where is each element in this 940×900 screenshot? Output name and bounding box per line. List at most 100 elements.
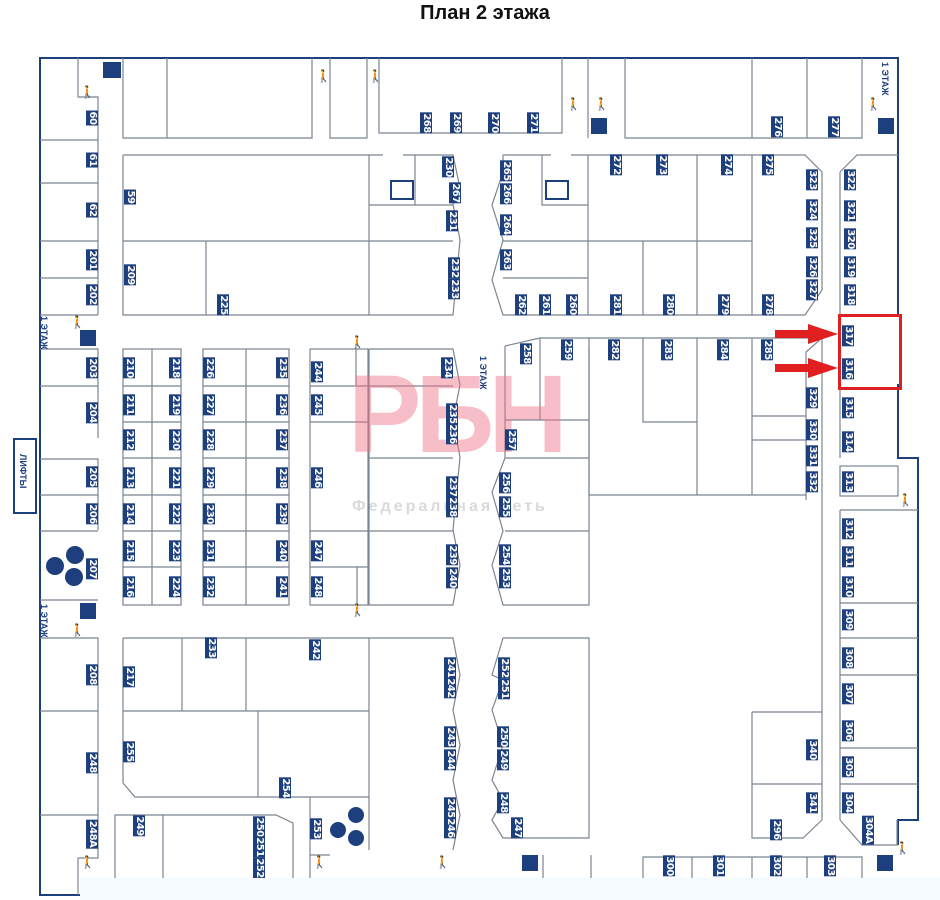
unit-label-231[interactable]: 231 xyxy=(203,540,215,562)
unit-label-296[interactable]: 296 xyxy=(770,819,782,841)
unit-label-242[interactable]: 242 xyxy=(309,639,321,661)
unit-label-302[interactable]: 302 xyxy=(770,855,782,877)
unit-label-258[interactable]: 258 xyxy=(520,343,532,365)
unit-label-308[interactable]: 308 xyxy=(842,647,854,669)
unit-label-246[interactable]: 246 xyxy=(311,467,323,489)
unit-label-236[interactable]: 236 xyxy=(276,394,288,416)
unit-label-306[interactable]: 306 xyxy=(842,720,854,742)
unit-label-276[interactable]: 276 xyxy=(771,116,783,138)
unit-label-252[interactable]: 252 xyxy=(498,657,510,679)
unit-label-239[interactable]: 239 xyxy=(446,544,458,566)
unit-label-244[interactable]: 244 xyxy=(311,361,323,383)
unit-label-60[interactable]: 60 xyxy=(86,110,98,126)
unit-label-226[interactable]: 226 xyxy=(203,357,215,379)
unit-label-211[interactable]: 211 xyxy=(123,394,135,416)
unit-label-230[interactable]: 230 xyxy=(442,156,454,178)
unit-label-256[interactable]: 256 xyxy=(499,472,511,494)
unit-label-255[interactable]: 255 xyxy=(123,741,135,763)
unit-label-248А[interactable]: 248А xyxy=(86,819,98,849)
unit-label-251[interactable]: 251 xyxy=(253,836,265,858)
unit-label-221[interactable]: 221 xyxy=(169,467,181,489)
unit-label-241[interactable]: 241 xyxy=(276,576,288,598)
unit-label-283[interactable]: 283 xyxy=(661,339,673,361)
unit-label-248[interactable]: 248 xyxy=(311,576,323,598)
unit-label-251[interactable]: 251 xyxy=(498,678,510,700)
unit-label-225[interactable]: 225 xyxy=(217,294,229,316)
unit-label-310[interactable]: 310 xyxy=(842,576,854,598)
unit-label-253[interactable]: 253 xyxy=(310,818,322,840)
unit-label-249[interactable]: 249 xyxy=(133,815,145,837)
unit-label-246[interactable]: 246 xyxy=(444,817,456,839)
unit-label-223[interactable]: 223 xyxy=(169,540,181,562)
unit-label-282[interactable]: 282 xyxy=(608,339,620,361)
unit-label-273[interactable]: 273 xyxy=(656,154,668,176)
unit-label-317[interactable]: 317 xyxy=(842,325,854,347)
unit-label-207[interactable]: 207 xyxy=(86,558,98,580)
unit-label-266[interactable]: 266 xyxy=(500,183,512,205)
unit-label-253[interactable]: 253 xyxy=(499,567,511,589)
unit-label-323[interactable]: 323 xyxy=(806,169,818,191)
unit-label-237[interactable]: 237 xyxy=(446,476,458,498)
unit-label-275[interactable]: 275 xyxy=(762,154,774,176)
unit-label-233[interactable]: 233 xyxy=(205,637,217,659)
unit-label-330[interactable]: 330 xyxy=(806,419,818,441)
unit-label-304[interactable]: 304 xyxy=(842,792,854,814)
unit-label-217[interactable]: 217 xyxy=(123,666,135,688)
unit-label-62[interactable]: 62 xyxy=(86,202,98,218)
unit-label-264[interactable]: 264 xyxy=(500,214,512,236)
unit-label-250[interactable]: 250 xyxy=(497,726,509,748)
unit-label-322[interactable]: 322 xyxy=(844,169,856,191)
unit-label-248[interactable]: 248 xyxy=(497,792,509,814)
unit-label-238[interactable]: 238 xyxy=(276,467,288,489)
unit-label-212[interactable]: 212 xyxy=(123,429,135,451)
unit-label-304А[interactable]: 304А xyxy=(862,815,874,845)
unit-label-340[interactable]: 340 xyxy=(806,739,818,761)
unit-label-312[interactable]: 312 xyxy=(842,518,854,540)
unit-label-201[interactable]: 201 xyxy=(86,249,98,271)
unit-label-309[interactable]: 309 xyxy=(842,609,854,631)
unit-label-280[interactable]: 280 xyxy=(663,294,675,316)
unit-label-61[interactable]: 61 xyxy=(86,152,98,168)
unit-label-249[interactable]: 249 xyxy=(497,749,509,771)
unit-label-234[interactable]: 234 xyxy=(441,357,453,379)
unit-label-307[interactable]: 307 xyxy=(842,683,854,705)
unit-label-313[interactable]: 313 xyxy=(842,471,854,493)
unit-label-247[interactable]: 247 xyxy=(511,817,523,839)
unit-label-315[interactable]: 315 xyxy=(842,397,854,419)
unit-label-279[interactable]: 279 xyxy=(718,294,730,316)
unit-label-268[interactable]: 268 xyxy=(420,112,432,134)
unit-label-247[interactable]: 247 xyxy=(311,540,323,562)
unit-label-230[interactable]: 230 xyxy=(203,503,215,525)
unit-label-324[interactable]: 324 xyxy=(806,199,818,221)
unit-label-271[interactable]: 271 xyxy=(527,112,539,134)
unit-label-325[interactable]: 325 xyxy=(806,227,818,249)
unit-label-215[interactable]: 215 xyxy=(123,540,135,562)
unit-label-277[interactable]: 277 xyxy=(828,116,840,138)
unit-label-219[interactable]: 219 xyxy=(169,394,181,416)
unit-label-321[interactable]: 321 xyxy=(844,200,856,222)
unit-label-206[interactable]: 206 xyxy=(86,503,98,525)
unit-label-252[interactable]: 252 xyxy=(253,857,265,879)
unit-label-239[interactable]: 239 xyxy=(276,503,288,525)
unit-label-331[interactable]: 331 xyxy=(806,445,818,467)
unit-label-243[interactable]: 243 xyxy=(444,726,456,748)
unit-label-259[interactable]: 259 xyxy=(561,339,573,361)
unit-label-316[interactable]: 316 xyxy=(842,358,854,380)
unit-label-303[interactable]: 303 xyxy=(824,855,836,877)
unit-label-341[interactable]: 341 xyxy=(806,792,818,814)
unit-label-269[interactable]: 269 xyxy=(450,112,462,134)
unit-label-305[interactable]: 305 xyxy=(842,756,854,778)
unit-label-270[interactable]: 270 xyxy=(488,112,500,134)
unit-label-281[interactable]: 281 xyxy=(610,294,622,316)
unit-label-235[interactable]: 235 xyxy=(446,403,458,425)
unit-label-220[interactable]: 220 xyxy=(169,429,181,451)
unit-label-227[interactable]: 227 xyxy=(203,394,215,416)
unit-label-233[interactable]: 233 xyxy=(448,278,460,300)
unit-label-240[interactable]: 240 xyxy=(446,567,458,589)
unit-label-314[interactable]: 314 xyxy=(842,431,854,453)
unit-label-235[interactable]: 235 xyxy=(276,357,288,379)
unit-label-237[interactable]: 237 xyxy=(276,429,288,451)
unit-label-254[interactable]: 254 xyxy=(279,777,291,799)
unit-label-236[interactable]: 236 xyxy=(446,423,458,445)
unit-label-320[interactable]: 320 xyxy=(844,228,856,250)
